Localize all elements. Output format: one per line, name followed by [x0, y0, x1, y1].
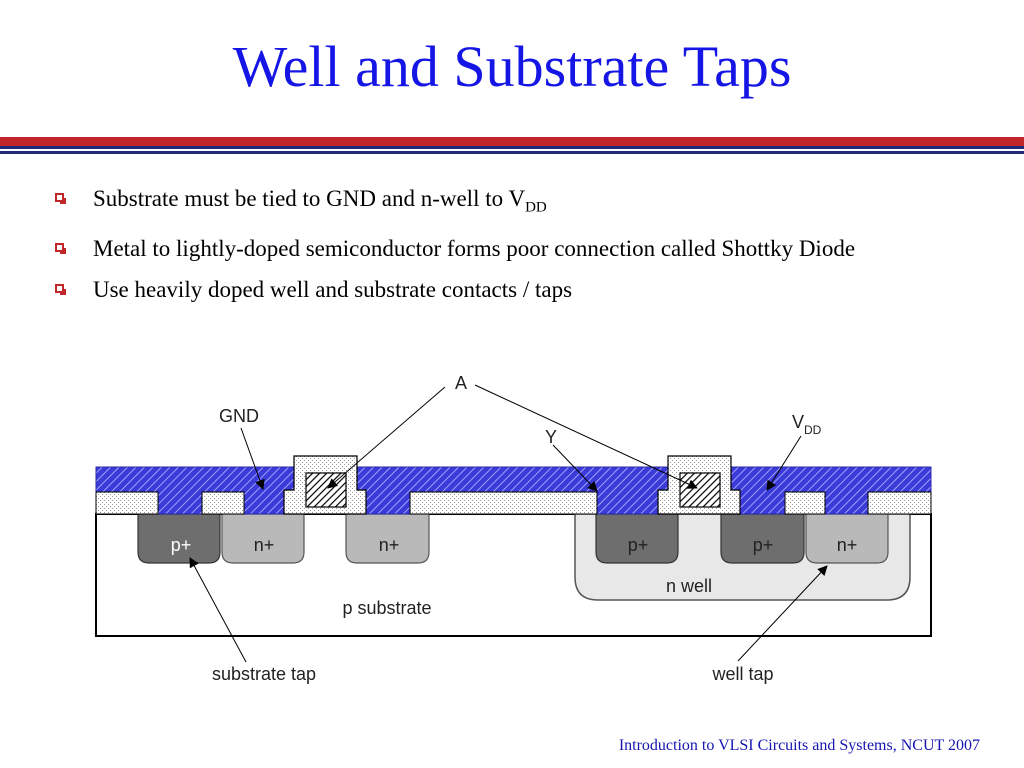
- p-plus-substrate-tap: [137, 513, 221, 564]
- label-p-plus: p+: [628, 535, 649, 555]
- arrow-well-tap: [737, 565, 828, 662]
- bullet-item: Metal to lightly-doped semiconductor for…: [55, 233, 985, 265]
- label-p-substrate: p substrate: [342, 598, 431, 618]
- arrow-y: [552, 444, 598, 492]
- arrow-a-left: [327, 386, 446, 489]
- label-n-plus: n+: [254, 535, 275, 555]
- p-plus-diffusion: [595, 513, 679, 564]
- slide-title: Well and Substrate Taps: [232, 34, 792, 99]
- n-plus-diffusion: [345, 513, 430, 564]
- oxide-region: [95, 491, 159, 515]
- label-p-plus: p+: [171, 535, 192, 555]
- bullet-text: Metal to lightly-doped semiconductor for…: [93, 235, 856, 261]
- bullet-text: Substrate must be tied to GND and n-well…: [93, 186, 526, 211]
- label-n-plus: n+: [379, 535, 400, 555]
- label-y: Y: [545, 427, 557, 447]
- title-divider-gap: [0, 149, 1024, 151]
- oxide-region: [784, 491, 826, 515]
- arrow-a-right: [474, 384, 698, 489]
- title-divider-red: [0, 137, 1024, 146]
- bullet-list: Substrate must be tied to GND and n-well…: [55, 183, 985, 315]
- slide-footer: Introduction to VLSI Circuits and System…: [618, 737, 980, 754]
- bullet-subscript: DD: [525, 199, 547, 216]
- oxide-region: [409, 491, 598, 515]
- callout-arrows: [189, 384, 828, 663]
- title-divider-navy-top: [0, 146, 1024, 149]
- bullet-square-icon: [55, 283, 66, 295]
- bullet-item: Substrate must be tied to GND and n-well…: [55, 183, 985, 224]
- label-p-plus: p+: [753, 535, 774, 555]
- arrow-vdd: [766, 435, 802, 491]
- polysilicon-gate-right: [679, 472, 721, 508]
- label-gnd: GND: [219, 406, 259, 426]
- bullet-square-icon: [55, 193, 66, 204]
- label-n-plus: n+: [837, 535, 858, 555]
- oxide-region: [201, 491, 245, 515]
- label-substrate-tap: substrate tap: [212, 664, 316, 684]
- n-plus-well-tap: [805, 513, 889, 564]
- label-vdd-main: V: [792, 412, 804, 432]
- label-well-tap: well tap: [711, 664, 773, 684]
- label-a: A: [455, 373, 467, 393]
- label-n-well: n well: [666, 576, 712, 596]
- arrow-gnd: [240, 427, 265, 490]
- n-plus-diffusion: [221, 513, 305, 564]
- p-plus-diffusion: [720, 513, 805, 564]
- title-divider-navy-bottom: [0, 151, 1024, 154]
- bullet-text: Use heavily doped well and substrate con…: [93, 276, 573, 302]
- label-vdd: VDD: [792, 412, 822, 437]
- arrow-substrate-tap: [189, 557, 247, 663]
- label-vdd-subscript: DD: [804, 423, 822, 437]
- bullet-square-icon: [55, 242, 66, 254]
- oxide-region: [867, 491, 932, 515]
- bullet-item: Use heavily doped well and substrate con…: [55, 274, 985, 306]
